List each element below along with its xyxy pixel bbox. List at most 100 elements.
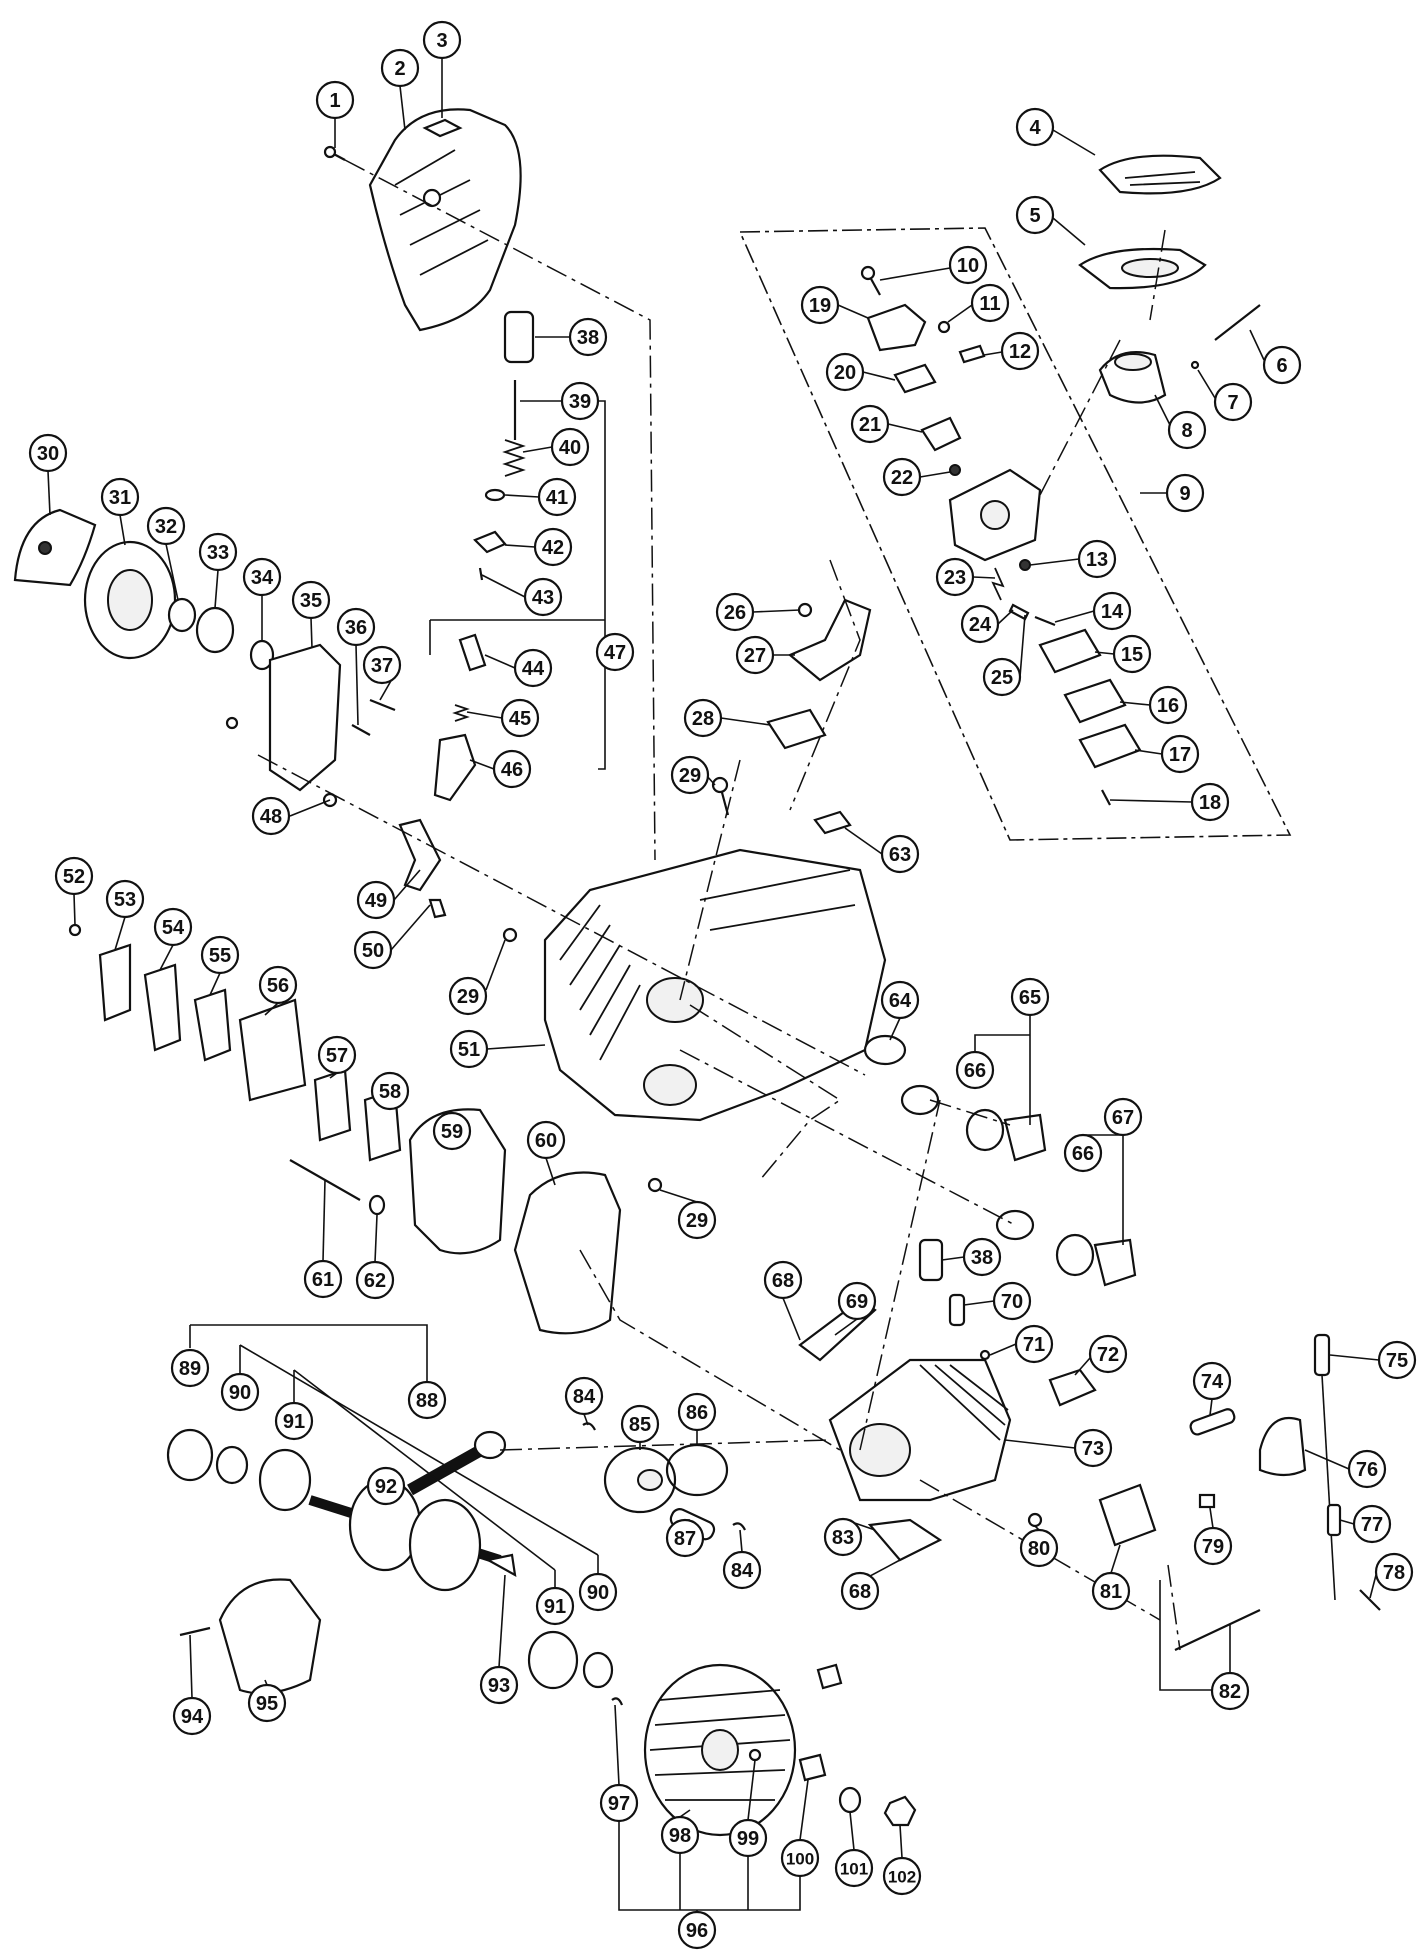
callout-number: 6 xyxy=(1276,355,1287,377)
part-callout-66: 66 xyxy=(955,1050,995,1090)
part-callout-87: 87 xyxy=(665,1518,705,1558)
part-callout-55: 55 xyxy=(200,935,240,975)
part-callout-10: 10 xyxy=(948,245,988,285)
callout-number: 84 xyxy=(731,1560,754,1582)
callout-circle xyxy=(1091,1571,1131,1611)
callout-number: 2 xyxy=(394,58,405,80)
callout-number: 87 xyxy=(674,1528,696,1550)
part-callout-5: 5 xyxy=(1015,195,1055,235)
callout-number: 33 xyxy=(207,542,229,564)
sleeve-38-lower xyxy=(918,1238,944,1282)
part-callout-35: 35 xyxy=(291,580,331,620)
callout-circle xyxy=(1015,195,1055,235)
callout-number: 57 xyxy=(326,1045,348,1067)
callout-number: 38 xyxy=(577,327,599,349)
callout-circle xyxy=(677,1910,717,1950)
part-callout-20: 20 xyxy=(825,352,865,392)
bolt-94 xyxy=(179,1626,211,1637)
callout-number: 60 xyxy=(535,1130,557,1152)
callout-circle xyxy=(362,645,402,685)
washer-80 xyxy=(1027,1512,1043,1528)
part-callout-90: 90 xyxy=(220,1372,260,1412)
callout-number: 83 xyxy=(832,1527,854,1549)
part-callout-102: 102 xyxy=(882,1856,922,1896)
callout-number: 59 xyxy=(441,1121,463,1143)
carb-screw-18 xyxy=(1101,789,1111,806)
callout-circle xyxy=(620,1404,660,1444)
callout-number: 41 xyxy=(546,487,568,509)
callout-number: 3 xyxy=(436,30,447,52)
callout-number: 23 xyxy=(944,567,966,589)
callout-number: 98 xyxy=(669,1825,691,1847)
callout-circle xyxy=(660,1815,700,1855)
connector-77 xyxy=(1326,1503,1342,1537)
callout-number: 76 xyxy=(1356,1459,1378,1481)
callout-circle xyxy=(370,1071,410,1111)
clutch-drum xyxy=(83,540,177,660)
callout-number: 16 xyxy=(1157,695,1179,717)
key-97 xyxy=(611,1697,624,1706)
part-callout-6: 6 xyxy=(1262,345,1302,385)
part-callout-97: 97 xyxy=(599,1783,639,1823)
part-callout-19: 19 xyxy=(800,285,840,325)
callout-number: 81 xyxy=(1100,1581,1122,1603)
callout-circle xyxy=(665,1518,705,1558)
gear-89 xyxy=(166,1428,214,1482)
spring-23 xyxy=(991,567,1005,601)
callout-circle xyxy=(1262,345,1302,385)
part-callout-68: 68 xyxy=(763,1260,803,1300)
callout-number: 21 xyxy=(859,414,881,436)
callout-number: 72 xyxy=(1097,1344,1119,1366)
part-callout-24: 24 xyxy=(960,604,1000,644)
callout-number: 92 xyxy=(375,1476,397,1498)
part-callout-31: 31 xyxy=(100,477,140,517)
part-callout-56: 56 xyxy=(258,965,298,1005)
seal-90 xyxy=(215,1445,249,1485)
parts-layer xyxy=(13,108,1381,1837)
callout-circle xyxy=(1103,1097,1143,1137)
callout-number: 71 xyxy=(1023,1334,1045,1356)
callout-number: 9 xyxy=(1179,483,1190,505)
callout-number: 42 xyxy=(542,537,564,559)
screw-78 xyxy=(1359,1589,1381,1611)
callout-number: 43 xyxy=(532,587,554,609)
callout-circle xyxy=(274,1401,314,1441)
screw-top xyxy=(323,145,346,161)
part-callout-83: 83 xyxy=(823,1517,863,1557)
callout-number: 94 xyxy=(181,1706,204,1728)
needle-13 xyxy=(1019,559,1031,571)
callout-circle xyxy=(722,1550,762,1590)
callout-circle xyxy=(1019,1528,1059,1568)
part-callout-29: 29 xyxy=(448,976,488,1016)
callout-number: 19 xyxy=(809,295,831,317)
callout-number: 85 xyxy=(629,1414,651,1436)
callout-number: 10 xyxy=(957,255,979,277)
callout-number: 69 xyxy=(846,1291,868,1313)
part-callout-80: 80 xyxy=(1019,1528,1059,1568)
callout-circle xyxy=(1073,1428,1113,1468)
callout-number: 64 xyxy=(889,990,912,1012)
part-callout-39: 39 xyxy=(560,381,600,421)
sleeve-38 xyxy=(503,310,535,364)
callout-circle xyxy=(568,317,608,357)
callout-circle xyxy=(105,879,145,919)
part-callout-68: 68 xyxy=(840,1571,880,1611)
pawl-100 xyxy=(798,1753,827,1782)
callout-circle xyxy=(595,632,635,672)
callout-number: 32 xyxy=(155,516,177,538)
callout-number: 97 xyxy=(608,1793,630,1815)
part-callout-29: 29 xyxy=(677,1200,717,1240)
callout-circle xyxy=(317,1035,357,1075)
callout-circle xyxy=(560,381,600,421)
callout-circle xyxy=(780,1838,820,1878)
callout-circle xyxy=(670,755,710,795)
part-callout-30: 30 xyxy=(28,433,68,473)
part-callout-100: 100 xyxy=(780,1838,820,1878)
part-callout-69: 69 xyxy=(837,1281,877,1321)
washer-101 xyxy=(838,1786,862,1814)
callout-number: 30 xyxy=(37,443,59,465)
part-callout-91: 91 xyxy=(535,1586,575,1626)
callout-circle xyxy=(533,527,573,567)
callout-number: 47 xyxy=(604,642,626,664)
callout-circle xyxy=(823,1517,863,1557)
